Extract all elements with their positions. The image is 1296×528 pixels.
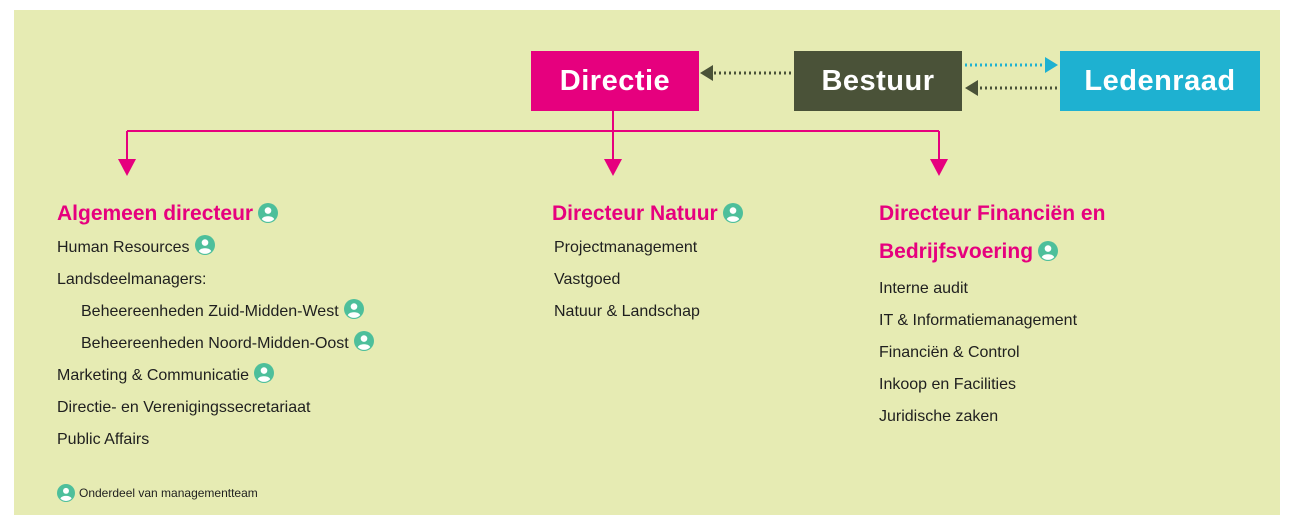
list-item: Public Affairs bbox=[57, 424, 374, 456]
heading-label: Algemeen directeur bbox=[57, 202, 254, 225]
legend: Onderdeel van managementteam bbox=[57, 484, 258, 502]
org-chart-canvas: Directie Bestuur Ledenraad Algemeen dire… bbox=[14, 10, 1280, 515]
list-item-label: Beheereenheden Zuid-Midden-West bbox=[81, 303, 339, 320]
list-item: Financiën & Control bbox=[879, 337, 1077, 369]
list-item-label: Landsdeelmanagers: bbox=[57, 271, 207, 288]
directie-connectors bbox=[126, 111, 940, 162]
list-item-label: Interne audit bbox=[879, 280, 968, 297]
list-item-label: Natuur & Landschap bbox=[554, 303, 700, 320]
list-item: Projectmanagement bbox=[554, 232, 700, 264]
arrow-natuur bbox=[604, 159, 622, 176]
bestuur-ledenraad-arrow bbox=[965, 57, 1058, 73]
person-icon bbox=[254, 363, 275, 383]
directeur-natuur-heading: Directeur Natuur bbox=[552, 195, 743, 233]
list-item: Human Resources bbox=[57, 232, 374, 264]
person-icon bbox=[353, 331, 374, 351]
list-item-label: Human Resources bbox=[57, 239, 190, 256]
directie-bestuur-arrow bbox=[700, 65, 791, 81]
list-item-label: Financiën & Control bbox=[879, 344, 1020, 361]
list-item: Vastgoed bbox=[554, 264, 700, 296]
list-item: IT & Informatiemanagement bbox=[879, 305, 1077, 337]
arrow-financien bbox=[930, 159, 948, 176]
list-item: Marketing & Communicatie bbox=[57, 360, 374, 392]
list-item-label: Projectmanagement bbox=[554, 239, 698, 256]
list-item: Beheereenheden Noord-Midden-Oost bbox=[57, 328, 374, 360]
list-item-label: Directie- en Verenigingssecretariaat bbox=[57, 399, 311, 416]
person-icon bbox=[57, 484, 75, 502]
legend-label: Onderdeel van managementteam bbox=[79, 486, 258, 500]
person-icon bbox=[343, 299, 364, 319]
list-item: Natuur & Landschap bbox=[554, 296, 700, 328]
heading-label-line2: Bedrijfsvoering bbox=[879, 240, 1034, 263]
list-item-label: Inkoop en Facilities bbox=[879, 376, 1016, 393]
list-item: Landsdeelmanagers: bbox=[57, 264, 374, 296]
heading-label: Directeur Natuur bbox=[552, 202, 718, 225]
list-item: Inkoop en Facilities bbox=[879, 369, 1077, 401]
list-item-label: Vastgoed bbox=[554, 271, 621, 288]
list-item: Juridische zaken bbox=[879, 401, 1077, 433]
directie-box: Directie bbox=[531, 51, 699, 111]
list-item-label: Juridische zaken bbox=[879, 408, 999, 425]
connector-lines bbox=[118, 57, 1058, 176]
list-item-label: IT & Informatiemanagement bbox=[879, 312, 1078, 329]
list-item-label: Marketing & Communicatie bbox=[57, 367, 250, 384]
person-icon bbox=[194, 235, 215, 255]
person-icon bbox=[722, 198, 743, 223]
ledenraad-bestuur-arrow bbox=[965, 80, 1057, 96]
algemeen-directeur-heading: Algemeen directeur bbox=[57, 195, 279, 233]
person-icon bbox=[1038, 236, 1059, 261]
list-item: Beheereenheden Zuid-Midden-West bbox=[57, 296, 374, 328]
bestuur-box: Bestuur bbox=[794, 51, 962, 111]
heading-label-line1: Directeur Financiën en bbox=[879, 202, 1106, 225]
list-item-label: Beheereenheden Noord-Midden-Oost bbox=[81, 335, 349, 352]
person-icon bbox=[258, 198, 279, 223]
list-item-label: Public Affairs bbox=[57, 431, 150, 448]
ledenraad-box: Ledenraad bbox=[1060, 51, 1260, 111]
directeur-financien-heading: Directeur Financiën en Bedrijfsvoering bbox=[879, 195, 1105, 271]
arrow-algemeen bbox=[118, 159, 136, 176]
list-item: Directie- en Verenigingssecretariaat bbox=[57, 392, 374, 424]
list-item: Interne audit bbox=[879, 273, 1077, 305]
